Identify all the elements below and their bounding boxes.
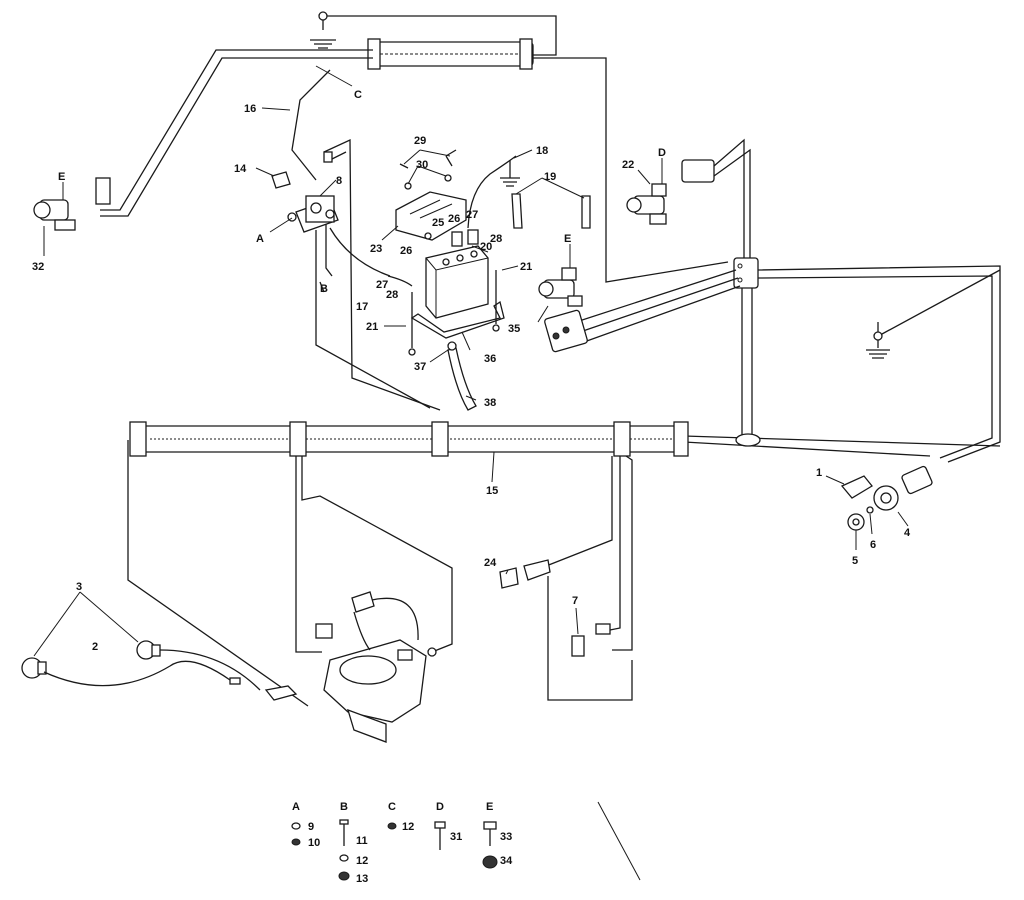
callout-21b: 21: [366, 321, 378, 333]
ref-letter-b: B: [320, 283, 328, 295]
pto-housing: [315, 591, 437, 743]
key-letter-d: D: [436, 801, 444, 813]
callout-36: 36: [484, 353, 496, 365]
callout-1: 1: [816, 467, 822, 479]
right-wire-harness: [544, 257, 1001, 463]
callout-38: 38: [484, 397, 496, 409]
switch-assembly-right: [825, 465, 933, 550]
connector-35: [538, 244, 583, 307]
key-a-item-1: 9: [308, 821, 314, 833]
key-b-item-3: 13: [356, 873, 368, 885]
ref-letter-e1: E: [58, 171, 65, 183]
ref-letter-c: C: [354, 89, 362, 101]
connector-22: [626, 138, 751, 265]
top-wire-harness: [100, 11, 729, 283]
callout-14: 14: [234, 163, 247, 175]
reference-letters: A B C D E E: [58, 89, 666, 295]
key-b-item-1: 11: [356, 835, 368, 847]
callout-27b: 27: [376, 279, 388, 291]
callout-28b: 28: [386, 289, 398, 301]
headlight-assembly: [21, 591, 298, 701]
key-letter-b: B: [340, 801, 348, 813]
callout-37: 37: [414, 361, 426, 373]
callout-24: 24: [484, 557, 497, 569]
callout-32: 32: [32, 261, 44, 273]
callout-35: 35: [508, 323, 520, 335]
callout-26a: 26: [448, 213, 460, 225]
key-e-item-2: 34: [500, 855, 513, 867]
battery-assembly: [387, 149, 591, 411]
solenoid-8: [271, 69, 391, 277]
callout-17: 17: [356, 301, 368, 313]
ref-letter-a: A: [256, 233, 264, 245]
callout-28a: 28: [490, 233, 502, 245]
leader-lines: [255, 65, 651, 575]
key-a-item-2: 10: [308, 837, 320, 849]
callout-3: 3: [76, 581, 82, 593]
callout-30: 30: [416, 159, 428, 171]
ref-letter-e2: E: [564, 233, 571, 245]
small-parts: [499, 559, 611, 657]
callout-23: 23: [370, 243, 382, 255]
hardware-key: A 9 10 B 11 12 13 C 12 D 31 E 33 34: [291, 801, 513, 885]
callout-25: 25: [432, 217, 444, 229]
callout-labels: 1 2 3 4 5 6 7 8 14 15 16 17 18 19 20 21 …: [32, 103, 911, 653]
key-b-item-2: 12: [356, 855, 368, 867]
callout-20: 20: [480, 241, 492, 253]
callout-7: 7: [572, 595, 578, 607]
callout-4: 4: [904, 527, 911, 539]
callout-21a: 21: [520, 261, 532, 273]
key-e-item-1: 33: [500, 831, 512, 843]
callout-19: 19: [544, 171, 556, 183]
wire-run-center: [315, 138, 441, 411]
connector-32: [33, 177, 111, 256]
callout-29: 29: [414, 135, 426, 147]
key-c-item-1: 12: [402, 821, 414, 833]
callout-16: 16: [244, 103, 256, 115]
key-letter-e: E: [486, 801, 493, 813]
callout-5: 5: [852, 555, 858, 567]
callout-2: 2: [92, 641, 98, 653]
key-d-item-1: 31: [450, 831, 462, 843]
callout-22: 22: [622, 159, 634, 171]
callout-8: 8: [336, 175, 342, 187]
callout-18: 18: [536, 145, 548, 157]
callout-27a: 27: [466, 209, 478, 221]
callout-15: 15: [486, 485, 498, 497]
key-letter-a: A: [292, 801, 300, 813]
callout-26b: 26: [400, 245, 412, 257]
callout-6: 6: [870, 539, 876, 551]
key-letter-c: C: [388, 801, 396, 813]
ref-letter-d: D: [658, 147, 666, 159]
main-wire-harness-15: [127, 421, 689, 707]
